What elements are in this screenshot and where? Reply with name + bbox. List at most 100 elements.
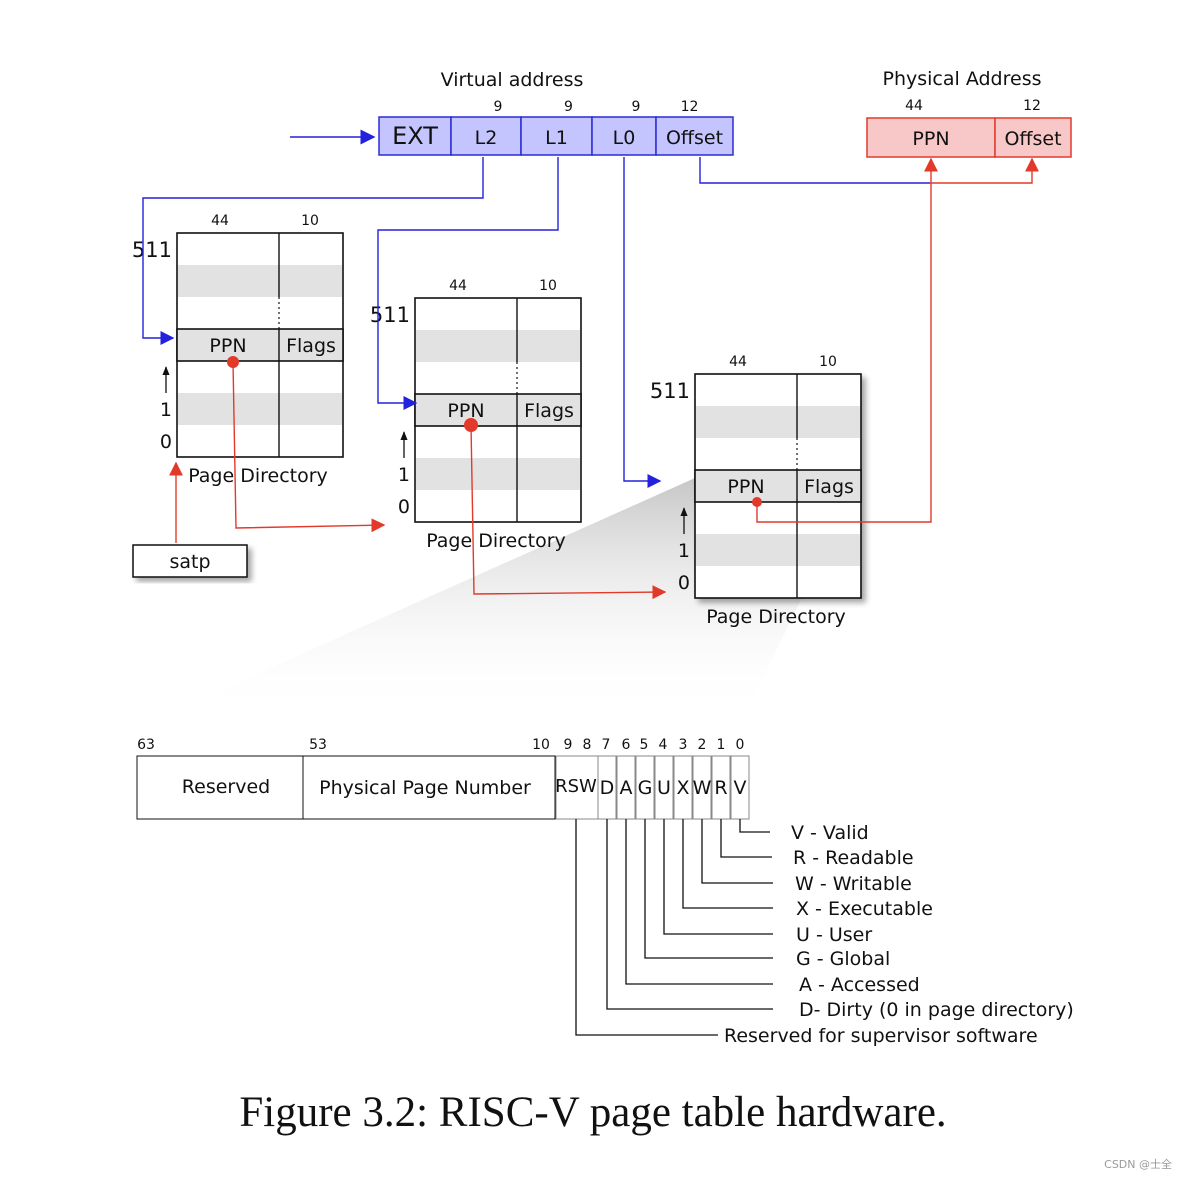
- pte-reserved-label: Reserved: [182, 776, 270, 798]
- legend-item-7: D- Dirty (0 in page directory): [799, 999, 1074, 1021]
- physical-address-title: Physical Address: [883, 68, 1042, 90]
- legend-item-2: W - Writable: [795, 873, 912, 895]
- legend-item-5: G - Global: [796, 948, 890, 970]
- pte-flag-u: U: [657, 777, 671, 799]
- pte-flag-w: W: [693, 777, 712, 799]
- directory-flags-label: Flags: [804, 476, 854, 498]
- pte-flag-v: V: [734, 777, 747, 799]
- dir2-ppn-dot: [464, 418, 478, 432]
- dir1-ppn-dot: [227, 356, 239, 368]
- legend-item-1: R - Readable: [793, 847, 914, 869]
- pa-field-offset-bits: 12: [1023, 98, 1041, 114]
- va-field-ext-label: EXT: [392, 122, 438, 150]
- directory-ppn-row: [694, 469, 862, 503]
- pte-reserved-field: [136, 755, 304, 820]
- pa-field-ppn: [866, 117, 996, 158]
- satp-register: satp: [132, 544, 248, 578]
- legend-item-4: U - User: [796, 924, 872, 946]
- l0-index-arrow: [623, 157, 662, 488]
- legend-connector: [625, 819, 773, 985]
- legend-connector: [739, 819, 770, 833]
- pte-ppn-field: [302, 755, 556, 820]
- va-field-l2: [450, 116, 522, 156]
- va-field-l2-bits: 9: [494, 99, 503, 115]
- va-field-l2-label: L2: [475, 127, 498, 149]
- pte-bit-marker-53: 53: [309, 737, 327, 753]
- pa-field-offset-label: Offset: [1004, 128, 1061, 150]
- directory-row-511: 511: [650, 379, 690, 403]
- pte-bit-marker-9: 9: [564, 737, 573, 753]
- directory-ppn-label: PPN: [209, 335, 246, 357]
- directory-row-0: 0: [160, 431, 172, 453]
- ppn-arrows: [169, 157, 1039, 600]
- offset-connector: [699, 157, 930, 184]
- directory-ppn-row: [414, 393, 582, 427]
- index-arrows: [142, 157, 930, 488]
- directory-shaded-row: [416, 330, 580, 362]
- directory-label: Page Directory: [426, 530, 566, 552]
- directory-shaded-row: [178, 265, 342, 297]
- directory-shaded-row: [696, 406, 860, 438]
- pte-bit-marker-6: 6: [622, 737, 631, 753]
- pa-field-ppn-label: PPN: [912, 128, 949, 150]
- pte-flag-g: G: [638, 777, 653, 799]
- l2-index-arrow: [142, 157, 484, 345]
- directory-row-0: 0: [398, 496, 410, 518]
- directory-ppn-row: [176, 328, 344, 362]
- va-field-l1-bits: 9: [564, 99, 573, 115]
- va-field-l0-label: L0: [613, 127, 636, 149]
- pte-flag-d: D: [600, 777, 615, 799]
- dir2-ppn-arrow: [470, 424, 667, 600]
- legend-connector: [663, 819, 773, 935]
- directory-flags-bits: 10: [539, 278, 557, 294]
- directory-label: Page Directory: [706, 606, 846, 628]
- directory-flags-label: Flags: [524, 400, 574, 422]
- legend-connector: [682, 819, 773, 909]
- va-field-ext: [378, 116, 452, 156]
- watermark: CSDN @士全: [1104, 1158, 1172, 1171]
- legend-connector: [701, 819, 773, 884]
- pte-rsw-field: [555, 755, 599, 820]
- directory-ppn-bits: 44: [449, 278, 467, 294]
- pa-field-offset: [994, 117, 1072, 158]
- satp-label: satp: [169, 551, 210, 573]
- directory-flags-label: Flags: [286, 335, 336, 357]
- legend-item-0: V - Valid: [791, 822, 869, 844]
- directory-row-1: 1: [398, 464, 410, 486]
- legend-connector: [644, 819, 773, 959]
- pte-bit-marker-7: 7: [602, 737, 611, 753]
- directory-row-1: 1: [160, 399, 172, 421]
- pte-bit-marker-2: 2: [698, 737, 707, 753]
- dir1-ppn-arrow: [232, 361, 386, 533]
- legend-item-8: Reserved for supervisor software: [724, 1025, 1038, 1047]
- directory-row-511: 511: [370, 303, 410, 327]
- virtual-address-title: Virtual address: [441, 69, 584, 91]
- legend-connector: [575, 819, 718, 1036]
- directory-ppn-bits: 44: [211, 213, 229, 229]
- pte-flag-x: X: [676, 777, 689, 799]
- pte-bit-marker-0: 0: [736, 737, 745, 753]
- l1-index-arrow: [377, 157, 559, 410]
- pte-ppn-label: Physical Page Number: [319, 777, 531, 799]
- pte-bit-marker-3: 3: [679, 737, 688, 753]
- directory-shaded-row: [696, 534, 860, 566]
- directory-flags-bits: 10: [819, 354, 837, 370]
- directory-row-1: 1: [678, 540, 690, 562]
- va-field-l1-label: L1: [545, 127, 568, 149]
- pte-bit-marker-5: 5: [640, 737, 649, 753]
- legend-connector: [606, 819, 773, 1010]
- directory-shaded-row: [178, 393, 342, 425]
- figure-caption: Figure 3.2: RISC-V page table hardware.: [239, 1089, 947, 1136]
- directory-row-0: 0: [678, 572, 690, 594]
- pte-rsw-label: RSW: [555, 776, 597, 797]
- legend-item-3: X - Executable: [796, 898, 933, 920]
- zoom-wedge: [165, 478, 860, 715]
- legend-item-6: A - Accessed: [799, 974, 920, 996]
- pte-flag-r: R: [714, 777, 727, 799]
